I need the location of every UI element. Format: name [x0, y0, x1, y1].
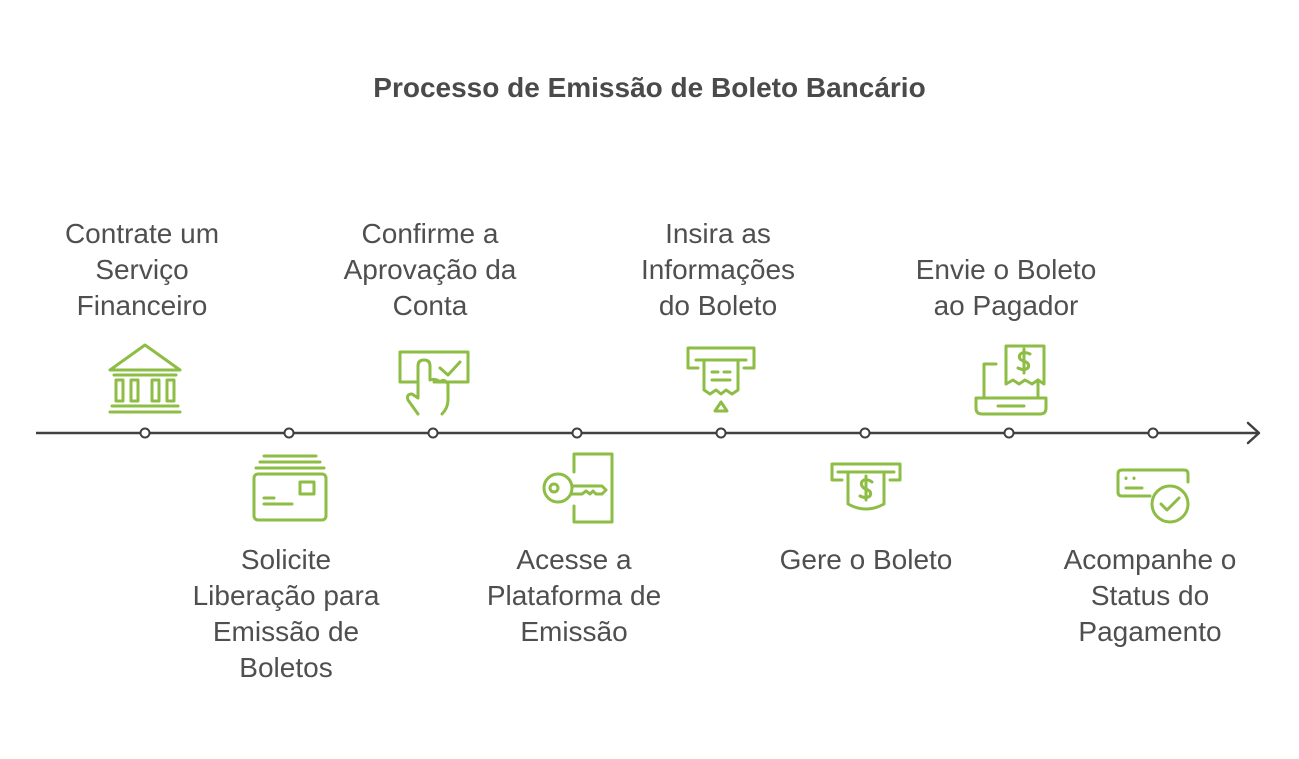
timeline-arrowhead	[1246, 421, 1261, 445]
touch-check-icon	[398, 350, 470, 416]
timeline-marker-1	[139, 427, 151, 439]
timeline-marker-3	[427, 427, 439, 439]
timeline-marker-6	[859, 427, 871, 439]
timeline-marker-2	[283, 427, 295, 439]
key-door-icon	[542, 452, 614, 524]
receipt-dispenser-icon	[686, 346, 756, 413]
bank-icon	[108, 343, 182, 414]
step-6-label: Gere o Boleto	[779, 544, 953, 575]
timeline-marker-8	[1147, 427, 1159, 439]
timeline-marker-4	[571, 427, 583, 439]
diagram-title: Processo de Emissão de Boleto Bancário	[373, 72, 926, 103]
timeline-marker-7	[1003, 427, 1015, 439]
card-stack-icon	[252, 454, 328, 522]
laptop-invoice-icon	[974, 344, 1048, 416]
timeline-marker-5	[715, 427, 727, 439]
dollar-dispenser-icon	[830, 462, 902, 511]
card-check-icon	[1116, 468, 1190, 524]
